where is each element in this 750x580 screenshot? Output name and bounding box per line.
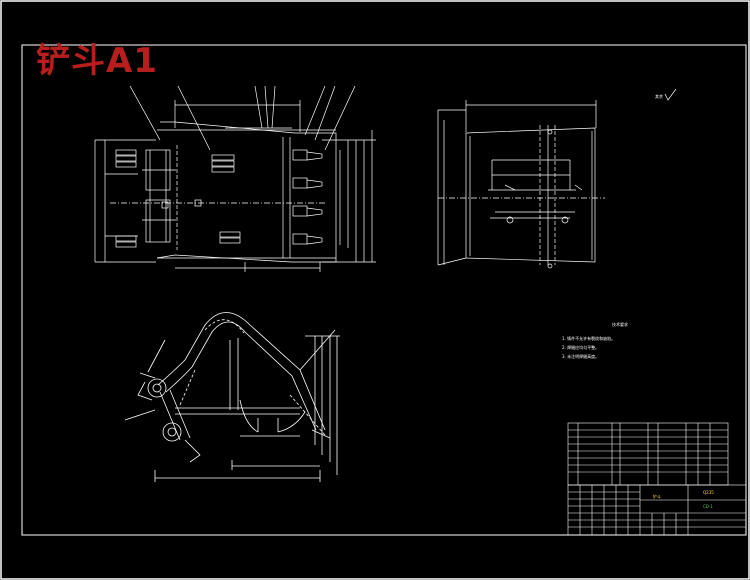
material: Q235 bbox=[703, 490, 714, 495]
drawing-number: CD-1 bbox=[703, 504, 713, 509]
front-view bbox=[94, 85, 376, 272]
tech-requirements-title: 技术要求 bbox=[612, 322, 628, 327]
side-view bbox=[437, 88, 677, 269]
tech-requirement-2: 2. 焊缝应均匀平整。 bbox=[562, 345, 600, 350]
tech-requirement-1: 1. 铸件不允许有裂纹和缺陷。 bbox=[562, 336, 616, 341]
part-name: 铲斗 bbox=[653, 494, 661, 499]
tech-requirement-3: 3. 未注明焊缝高度。 bbox=[562, 354, 600, 359]
watermark-title: 铲斗A1 bbox=[36, 41, 158, 81]
drawing-frame bbox=[21, 44, 747, 536]
section-view bbox=[124, 312, 340, 482]
roughness-label: 其余 bbox=[655, 94, 663, 99]
title-block bbox=[567, 422, 747, 536]
